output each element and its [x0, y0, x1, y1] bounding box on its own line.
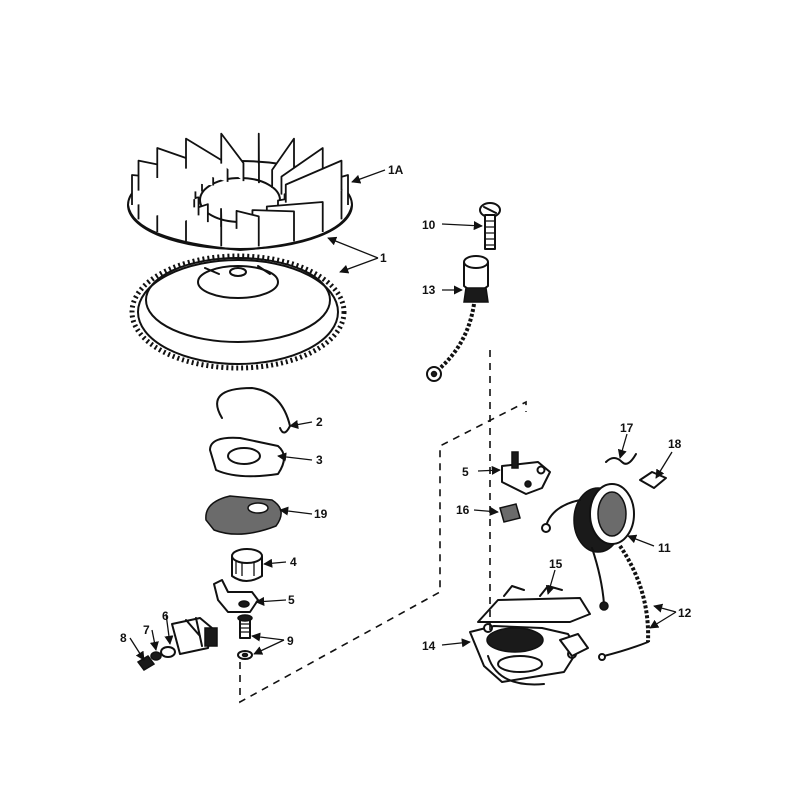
callout-9: 9: [287, 634, 294, 648]
washer-7: [150, 651, 162, 661]
callout-14: 14: [422, 639, 436, 653]
fan-blade: [284, 159, 343, 203]
condenser: [426, 255, 489, 382]
callout-10: 10: [422, 218, 436, 232]
fan-blades: [131, 132, 349, 247]
callout-7: 7: [143, 623, 150, 637]
callout-18: 18: [668, 437, 682, 451]
washer-6: [160, 646, 176, 658]
flywheel-fan: [127, 132, 353, 251]
callout-8: 8: [120, 631, 127, 645]
callout-16: 16: [456, 503, 470, 517]
callout-11: 11: [658, 541, 671, 555]
flywheel: [129, 253, 347, 371]
callout-5-right: 5: [462, 465, 469, 479]
callout-1: 1: [380, 251, 387, 265]
ground-bracket: [639, 471, 667, 489]
nut-8: [136, 655, 156, 671]
left-shaft-assembly: [136, 617, 218, 671]
spring-clip: [216, 387, 291, 434]
callout-labels: 1A 1 2 3 19 4 5 6 7 8 9 10 13 17 18 5 16…: [120, 163, 692, 653]
leader-lines: [129, 169, 677, 661]
wire-clip: [605, 453, 637, 465]
coil-leads: [591, 544, 651, 661]
callout-3: 3: [316, 453, 323, 467]
callout-15: 15: [549, 557, 563, 571]
felt-wiper: [205, 495, 282, 535]
callout-13: 13: [422, 283, 436, 297]
breaker-housing: [469, 585, 591, 686]
fan-blade: [220, 132, 245, 182]
callout-4: 4: [290, 555, 297, 569]
bushing: [231, 548, 263, 582]
point-block: [499, 503, 521, 523]
cam-washer-plate: [209, 436, 285, 478]
callout-19: 19: [314, 507, 328, 521]
callout-6: 6: [162, 609, 169, 623]
callout-17: 17: [620, 421, 634, 435]
fan-blade: [271, 137, 295, 188]
assembly-path-left: [239, 400, 527, 704]
callout-5-left: 5: [288, 593, 295, 607]
breaker-point-plate: [501, 451, 551, 495]
callout-1A: 1A: [388, 163, 404, 177]
callout-12: 12: [678, 606, 692, 620]
condenser-screw: [479, 202, 501, 250]
fan-blade: [235, 210, 260, 247]
fan-blade: [185, 137, 229, 182]
flywheel-ring-gear: [129, 253, 347, 371]
screw-and-washer: [237, 614, 253, 660]
ignition-coil: [541, 483, 635, 553]
breaker-arm-cam: [213, 579, 259, 613]
callout-2: 2: [316, 415, 323, 429]
